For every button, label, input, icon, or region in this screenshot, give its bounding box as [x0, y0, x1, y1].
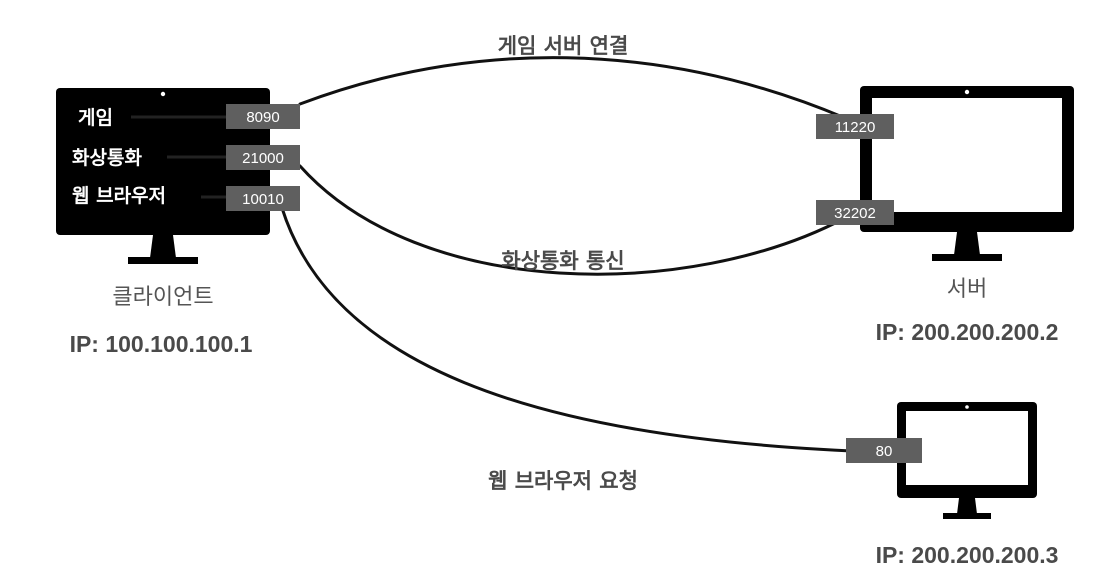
client-app-web-browser-label: 웹 브라우저	[72, 185, 166, 207]
web-request-connection-line	[280, 206, 882, 454]
port-10010-box	[226, 186, 300, 211]
game-connection-label: 게임 서버 연결	[498, 34, 629, 58]
client-monitor-camera	[160, 91, 166, 97]
port-21000-label: 21000	[242, 150, 284, 167]
web-request-connection-label: 웹 브라우저 요청	[488, 469, 638, 493]
server-monitor-stand	[954, 232, 980, 255]
game-connection-line	[298, 56, 847, 120]
web-server-monitor-base	[943, 513, 991, 519]
video-call-connection-label: 화상통화 통신	[501, 249, 624, 273]
server-monitor	[860, 86, 1074, 261]
client-name-label: 클라이언트	[112, 285, 213, 310]
client-app-game-label: 게임	[78, 107, 113, 129]
server-monitor-screen	[872, 98, 1062, 212]
port-32202-box	[816, 200, 894, 225]
port-8090-box	[226, 104, 300, 129]
client-app-video-call-label: 화상통화	[72, 147, 142, 169]
port-8090-label: 8090	[246, 109, 279, 126]
port-80-box	[846, 438, 922, 463]
server-ip-label: IP: 200.200.200.2	[876, 319, 1059, 345]
port-21000-box	[226, 145, 300, 170]
client-ip-label: IP: 100.100.100.1	[70, 331, 253, 357]
port-10010-label: 10010	[242, 191, 284, 208]
web-server-monitor-camera	[965, 405, 969, 409]
port-11220-box	[816, 114, 894, 139]
web-server-monitor	[897, 402, 1037, 519]
web-server-ip-label: IP: 200.200.200.3	[876, 542, 1059, 568]
server-monitor-base	[932, 254, 1002, 261]
web-server-monitor-stand	[957, 498, 977, 514]
port-11220-label: 11220	[835, 119, 876, 136]
port-80-label: 80	[876, 443, 893, 460]
video-call-connection-line	[298, 164, 847, 276]
client-monitor-base	[128, 257, 198, 264]
web-server-monitor-screen	[906, 411, 1028, 485]
port-32202-label: 32202	[834, 205, 876, 222]
server-name-label: 서버	[947, 277, 987, 302]
server-monitor-camera	[964, 89, 970, 95]
client-monitor-stand	[150, 235, 176, 258]
